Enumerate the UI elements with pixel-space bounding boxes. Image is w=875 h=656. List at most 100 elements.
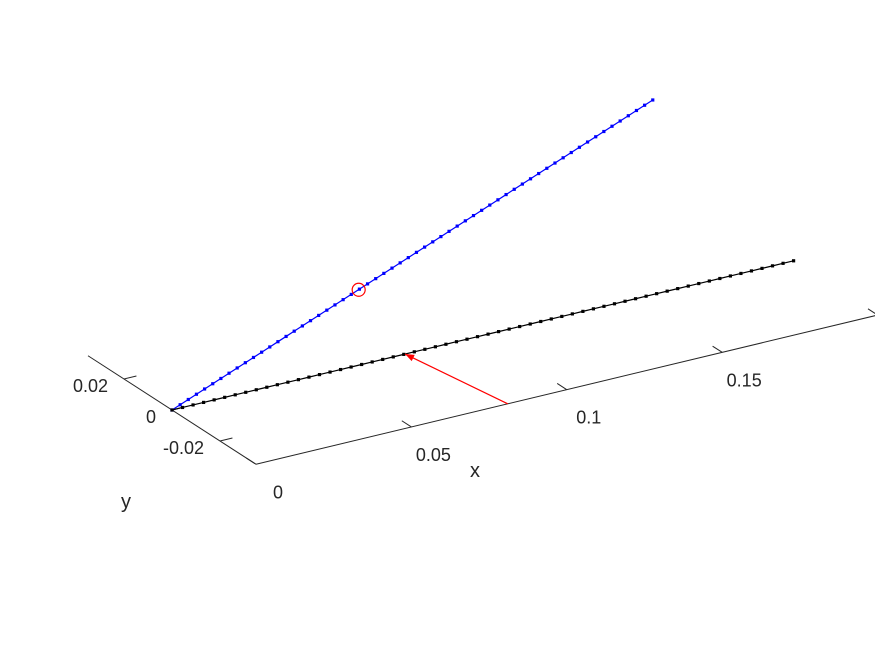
series-point-1 — [633, 297, 638, 301]
series-point-0 — [634, 108, 639, 113]
series-point-1 — [792, 259, 796, 263]
y-tick-label: -0.02 — [163, 438, 204, 458]
series-point-1 — [170, 408, 174, 412]
x-tick — [246, 457, 257, 465]
series-point-0 — [251, 355, 256, 360]
series-point-1 — [760, 266, 764, 270]
series-point-0 — [194, 392, 199, 396]
series-point-0 — [594, 135, 598, 139]
series-point-1 — [560, 314, 564, 319]
series-point-0 — [317, 313, 321, 318]
series-point-1 — [391, 355, 395, 359]
series-point-1 — [233, 393, 237, 397]
series-point-0 — [488, 203, 492, 207]
series-point-0 — [178, 403, 182, 407]
series-point-0 — [333, 303, 337, 307]
series-point-0 — [308, 319, 313, 323]
series-point-1 — [191, 403, 195, 407]
series-point-0 — [349, 292, 353, 296]
series-point-0 — [300, 324, 304, 328]
series-point-1 — [497, 330, 501, 334]
series-point-0 — [406, 256, 410, 260]
x-tick-label: 0.15 — [727, 370, 762, 390]
series-point-1 — [718, 276, 722, 281]
x-tick — [401, 420, 412, 428]
series-point-1 — [317, 372, 322, 377]
series-point-0 — [545, 166, 549, 170]
series-point-0 — [537, 171, 541, 176]
series-point-0 — [243, 361, 247, 365]
series-point-0 — [471, 213, 476, 218]
series-point-0 — [455, 224, 459, 228]
series-point-0 — [365, 282, 370, 286]
series-point-1 — [623, 299, 627, 303]
series-point-1 — [286, 380, 290, 384]
series-point-0 — [480, 208, 484, 212]
series-point-0 — [227, 371, 231, 375]
series-point-1 — [223, 395, 227, 399]
series-point-1 — [507, 327, 511, 331]
series-point-0 — [553, 161, 557, 165]
series-point-0 — [292, 329, 296, 333]
axes: 00.050.10.150.20.020-0.02 — [73, 308, 875, 502]
annotation-circle — [351, 282, 366, 297]
series-point-1 — [781, 261, 785, 265]
y-tick — [219, 437, 233, 442]
x-tick — [712, 345, 723, 353]
series-point-0 — [610, 124, 614, 128]
series-point-1 — [402, 352, 406, 356]
series-point-1 — [518, 324, 522, 329]
series-point-0 — [504, 192, 508, 197]
y-tick-label: 0.02 — [73, 376, 108, 396]
series-point-0 — [341, 298, 345, 302]
series-point-1 — [433, 345, 437, 349]
series-point-0 — [268, 345, 272, 349]
x-tick-label: 0.1 — [576, 408, 601, 428]
series-point-1 — [296, 378, 301, 382]
series-point-1 — [465, 337, 469, 341]
x-tick-label: 0 — [273, 482, 283, 502]
series-point-1 — [697, 281, 701, 286]
series-point-1 — [360, 362, 364, 367]
series-point-1 — [275, 383, 279, 387]
series-point-0 — [618, 119, 622, 123]
series-point-0 — [496, 198, 500, 202]
series-point-1 — [686, 284, 690, 288]
series-point-1 — [486, 332, 490, 336]
x-axis-line — [255, 315, 875, 465]
series-point-0 — [520, 182, 524, 186]
annotation-arrowhead — [405, 354, 415, 362]
series-point-1 — [770, 264, 775, 268]
series-point-0 — [528, 177, 533, 181]
series-point-1 — [707, 279, 711, 283]
series-point-0 — [423, 245, 427, 249]
series-point-1 — [581, 309, 585, 313]
series-point-1 — [265, 385, 269, 389]
series-point-1 — [244, 390, 248, 394]
series-point-0 — [447, 229, 451, 233]
x-tick — [556, 383, 568, 391]
series-point-0 — [512, 187, 516, 191]
series-point-1 — [676, 287, 680, 291]
x-tick — [867, 308, 875, 314]
series-point-0 — [186, 397, 190, 402]
series-point-1 — [655, 292, 659, 296]
series-point-1 — [338, 367, 343, 372]
y-tick — [123, 375, 137, 380]
series-point-1 — [539, 319, 543, 324]
series-point-1 — [591, 307, 596, 311]
series-point-0 — [602, 129, 606, 134]
series-point-1 — [444, 342, 448, 346]
series-point-1 — [475, 335, 480, 339]
series-line-1 — [171, 260, 794, 411]
series-point-0 — [439, 234, 443, 239]
series-point-1 — [328, 370, 332, 374]
series-point-0 — [577, 145, 582, 149]
series-point-1 — [423, 347, 427, 351]
series-point-0 — [211, 382, 215, 386]
series-point-1 — [307, 375, 311, 379]
series-point-1 — [349, 365, 353, 369]
series-point-1 — [728, 274, 732, 278]
y-tick-label: 0 — [146, 407, 156, 427]
series-point-1 — [381, 357, 385, 362]
